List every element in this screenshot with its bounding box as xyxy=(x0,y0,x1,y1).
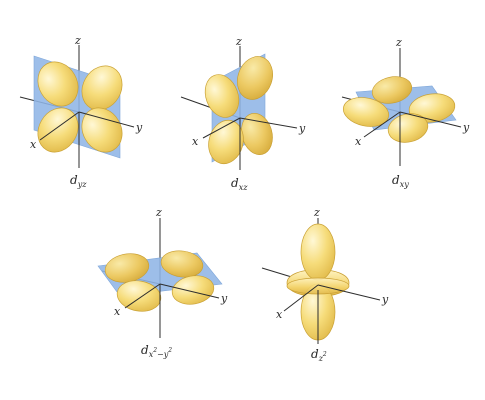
dxz-z-label: z xyxy=(235,35,242,48)
dx2y2-lobe-back-right xyxy=(160,250,204,278)
dxz-lobes xyxy=(204,56,273,165)
dx2y2-x-label: x xyxy=(114,305,121,318)
dxy-lobe-right xyxy=(408,93,456,123)
dxz-x-label: x xyxy=(192,135,199,148)
dz2-x-label: x xyxy=(276,308,283,321)
dxy-caption: dxy xyxy=(392,173,409,189)
orbital-dxy: z y x dxy xyxy=(341,36,470,189)
dyz-x-label: x xyxy=(30,138,37,151)
dyz-lobes xyxy=(37,61,123,153)
dxy-lobe-left xyxy=(342,97,390,127)
dx2y2-z-label: z xyxy=(155,206,162,219)
dx2y2-y-label: y xyxy=(220,292,228,305)
dz2-y-axis xyxy=(317,284,381,301)
orbital-dyz: z y x dyz xyxy=(19,34,143,189)
dxy-lobes xyxy=(342,76,456,143)
dxz-x-axis xyxy=(202,117,241,139)
dxy-lobe-back xyxy=(371,76,413,104)
dxz-y-label: y xyxy=(298,122,306,135)
dyz-y-axis xyxy=(78,111,135,128)
dx2y2-x-axis xyxy=(124,283,161,309)
dx2y2-caption: dx2−y2 xyxy=(141,343,172,359)
dyz-lobe-lower-left xyxy=(37,107,79,153)
dxz-lobe-lower-front xyxy=(208,119,244,165)
dyz-z-label: z xyxy=(74,34,81,47)
dx2y2-lobe-front-right xyxy=(171,275,215,305)
dz2-caption: dz2 xyxy=(311,347,327,363)
dz2-z-label: z xyxy=(313,206,320,219)
dxy-x-axis xyxy=(363,111,401,138)
dx2y2-lobes xyxy=(104,250,215,312)
dx2y2-y-axis xyxy=(159,283,220,299)
orbital-dz2: z y x dz2 xyxy=(261,206,389,363)
dxy-z-label: z xyxy=(395,36,402,49)
orbital-dxz: z y x dxz xyxy=(180,35,306,192)
dxz-lobe-upper-front xyxy=(204,74,240,118)
orbital-dx2-y2: z y x dx2−y2 xyxy=(97,206,228,359)
dyz-lobe-upper-left xyxy=(37,61,79,107)
dx2y2-lobe-front-left xyxy=(116,280,162,312)
dz2-y-label: y xyxy=(381,293,389,306)
dxy-lobe-front xyxy=(387,113,429,143)
dyz-y-label: y xyxy=(135,121,143,134)
dyz-caption: dyz xyxy=(70,173,87,189)
dxy-y-axis xyxy=(399,111,462,128)
dxz-lobe-upper-back xyxy=(237,56,273,100)
dxy-y-label: y xyxy=(462,121,470,134)
dxz-caption: dxz xyxy=(231,176,248,192)
dz2-x-axis xyxy=(283,284,319,312)
dyz-lobe-upper-right xyxy=(81,65,123,111)
dxy-x-label: x xyxy=(355,135,362,148)
dyz-lobe-lower-right xyxy=(81,107,123,153)
dz2-lobe-upper xyxy=(300,223,336,281)
dyz-x-axis xyxy=(39,111,80,141)
dxz-y-axis xyxy=(239,117,298,129)
